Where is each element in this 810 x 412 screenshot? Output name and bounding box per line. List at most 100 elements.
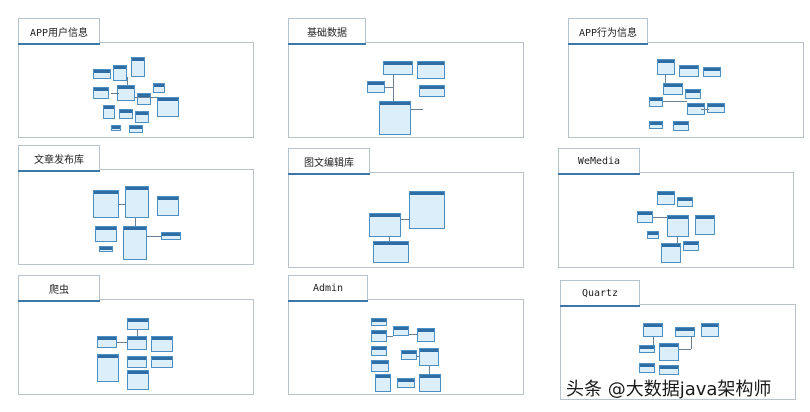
table-entity <box>687 103 705 115</box>
table-entity <box>639 345 655 353</box>
table-entity <box>393 326 409 336</box>
panel-title: 基础数据 <box>307 27 347 39</box>
panel-tab[interactable]: 文章发布库 <box>18 145 100 172</box>
table-entity <box>369 213 401 237</box>
table-entity <box>367 81 385 93</box>
table-entity <box>647 231 659 239</box>
table-entity <box>151 356 173 368</box>
relation-line <box>387 336 393 337</box>
relation-line <box>677 237 678 243</box>
relation-line <box>663 101 687 102</box>
table-entity <box>93 190 119 218</box>
table-entity <box>639 363 655 373</box>
diagram-area <box>288 299 524 395</box>
table-entity <box>371 330 387 342</box>
table-entity <box>677 197 693 207</box>
table-entity <box>657 191 675 205</box>
table-entity <box>661 243 681 263</box>
table-entity <box>637 211 653 223</box>
table-entity <box>93 87 109 99</box>
panel-title: 爬虫 <box>49 284 69 296</box>
relation-line <box>665 75 666 83</box>
table-entity <box>117 85 135 101</box>
diagram-area <box>18 169 254 265</box>
panel-tab[interactable]: WeMedia <box>558 148 640 175</box>
table-entity <box>397 378 415 388</box>
table-entity <box>657 59 675 75</box>
table-entity <box>695 215 715 235</box>
diagram-area <box>560 304 796 400</box>
table-entity <box>417 328 435 342</box>
panel-tab[interactable]: APP用户信息 <box>18 18 100 45</box>
table-entity <box>649 121 663 129</box>
table-entity <box>93 69 111 79</box>
relation-line <box>429 366 430 374</box>
table-entity <box>419 348 439 366</box>
panel-title: Quartz <box>581 287 619 299</box>
table-entity <box>663 83 683 95</box>
table-entity <box>419 85 445 97</box>
relation-line <box>411 109 423 110</box>
table-entity <box>127 318 149 330</box>
table-entity <box>371 318 387 326</box>
table-entity <box>137 93 151 105</box>
table-entity <box>703 67 721 77</box>
table-entity <box>157 97 179 117</box>
table-entity <box>161 232 181 240</box>
relation-line <box>401 219 409 220</box>
table-entity <box>99 246 113 252</box>
panel-title: Admin <box>312 282 344 294</box>
table-entity <box>685 89 701 99</box>
table-entity <box>95 226 117 242</box>
table-entity <box>679 65 699 77</box>
relation-line <box>417 356 419 357</box>
relation-line <box>147 236 161 237</box>
table-entity <box>701 323 719 337</box>
diagram-area <box>18 42 254 138</box>
panel-title: WeMedia <box>577 155 621 167</box>
relation-line <box>385 87 393 88</box>
table-entity <box>659 343 679 361</box>
table-entity <box>125 186 149 218</box>
table-entity <box>127 336 147 350</box>
panel-title: 图文编辑库 <box>304 157 354 169</box>
table-entity <box>409 191 445 229</box>
panel-tab[interactable]: APP行为信息 <box>568 18 648 45</box>
relation-line <box>701 109 709 110</box>
panel-tab[interactable]: Quartz <box>560 280 640 307</box>
panel-tab[interactable]: 爬虫 <box>18 275 100 302</box>
diagram-area <box>568 42 804 138</box>
diagram-area <box>18 299 254 395</box>
relation-line <box>691 337 692 349</box>
relation-line <box>679 349 691 350</box>
relation-line <box>393 75 394 101</box>
panel-tab[interactable]: 图文编辑库 <box>288 148 370 175</box>
panel-title: APP用户信息 <box>29 27 89 39</box>
table-entity <box>119 109 133 119</box>
relation-line <box>409 334 417 335</box>
panel-title: APP行为信息 <box>578 27 638 39</box>
table-entity <box>649 97 663 107</box>
table-entity <box>675 327 695 337</box>
panel-tab[interactable]: Admin <box>288 275 368 302</box>
table-entity <box>127 356 147 368</box>
table-entity <box>707 103 725 113</box>
table-entity <box>157 196 179 216</box>
relation-line <box>653 337 654 345</box>
table-entity <box>113 65 127 81</box>
diagram-area <box>288 172 524 268</box>
relation-line <box>119 204 125 205</box>
panel-tab[interactable]: 基础数据 <box>288 18 366 45</box>
relation-line <box>137 330 138 336</box>
table-entity <box>97 336 117 348</box>
table-entity <box>401 350 417 360</box>
table-entity <box>417 61 445 79</box>
table-entity <box>659 365 679 375</box>
relation-line <box>127 77 128 85</box>
relation-line <box>135 97 157 98</box>
table-entity <box>135 111 149 123</box>
table-entity <box>419 374 441 392</box>
table-entity <box>667 215 689 237</box>
table-entity <box>383 61 413 75</box>
table-entity <box>643 323 663 337</box>
